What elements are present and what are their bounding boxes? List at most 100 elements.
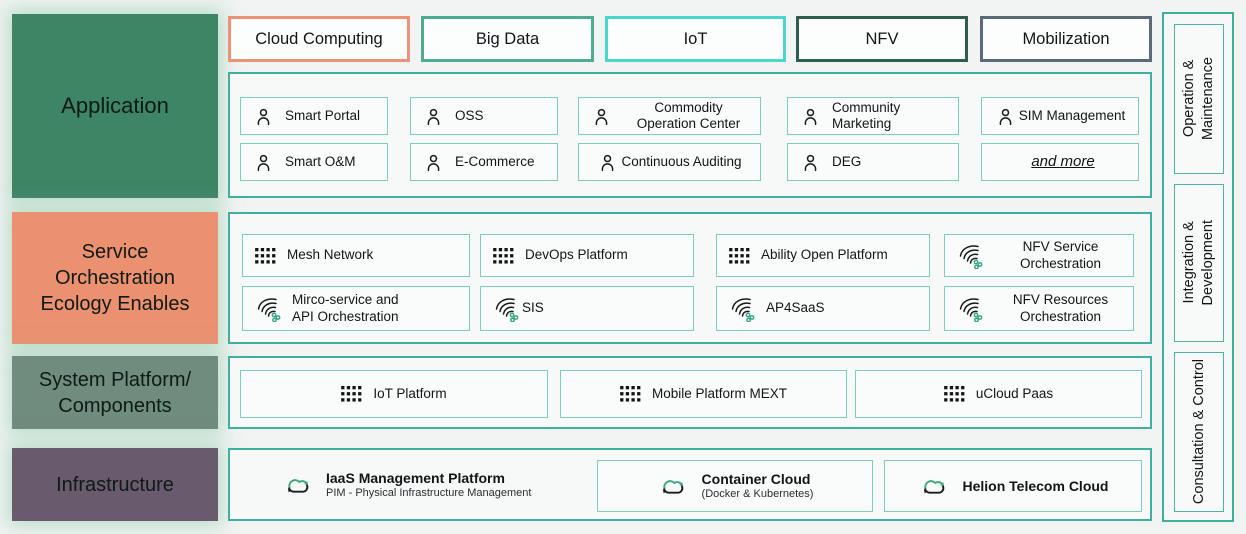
person-icon [591,106,612,127]
orch-item-nfv-service-orchestration: NFV Service Orchestration [944,234,1134,277]
category-label: Big Data [475,29,540,48]
person-icon [800,106,821,127]
app-grid-icon [493,248,514,264]
item-subtitle: PIM - Physical Infrastructure Management [326,487,532,499]
layer-block-infrastructure: Infrastructure [12,448,218,521]
app-item-continuous-auditing: Continuous Auditing [578,143,761,181]
orch-item-mesh-network: Mesh Network [242,234,470,277]
item-label: Smart Portal [285,107,361,123]
app-item-sim-management: SIM Management [981,97,1139,135]
infra-item-iaas-management-platform: IaaS Management Platform PIM - Physical … [282,450,531,519]
support-sidebar: Operation & Maintenance Integration & De… [1162,12,1234,522]
item-label: Continuous Auditing [621,153,742,169]
sidebar-label: Integration & Development [1181,220,1216,306]
category-cloud-computing: Cloud Computing [228,16,410,62]
item-label: NFV Service Orchestration [1019,239,1102,271]
sidebar-integration-development: Integration & Development [1174,184,1224,342]
layer-label: Service Orchestration Ecology Enables [40,241,190,315]
category-label: NFV [865,29,899,48]
sidebar-operation-maintenance: Operation & Maintenance [1174,24,1224,174]
item-label: DevOps Platform [525,247,628,263]
cloud-sync-icon [657,473,689,499]
person-icon [597,152,618,173]
application-panel: Smart Portal OSS Commodity Operation Cen… [228,72,1152,198]
orch-item-devops-platform: DevOps Platform [480,234,694,277]
item-subtitle: (Docker & Kubernetes) [701,488,814,501]
item-label: NFV Resources Orchestration [1012,292,1109,324]
app-item-oss: OSS [410,97,558,135]
app-grid-icon [341,386,362,402]
item-label: IoT Platform [373,385,447,401]
category-label: Mobilization [1022,29,1110,48]
person-icon [800,152,821,173]
orchestration-stream-icon [493,296,519,322]
category-mobilization: Mobilization [980,16,1152,62]
orchestration-stream-icon [255,296,281,322]
app-grid-icon [255,248,276,264]
item-label: SIM Management [1018,107,1126,123]
layer-block-application: Application [12,14,218,198]
item-label: DEG [832,153,862,169]
item-label: Mesh Network [287,247,374,263]
person-icon [423,106,444,127]
system-platform-panel: IoT Platform Mobile Platform MEXT uCloud… [228,356,1152,429]
app-grid-icon [729,248,750,264]
orch-item-ability-open-platform: Ability Open Platform [716,234,930,277]
item-label: OSS [455,107,484,123]
person-icon [423,152,444,173]
item-label: and more [1031,153,1095,170]
layer-label: System Platform/ Components [38,368,192,417]
person-icon [995,106,1016,127]
item-label: AP4SaaS [766,300,825,316]
category-label: Cloud Computing [255,29,383,48]
cloud-sync-icon [282,472,314,498]
category-iot: IoT [605,16,786,62]
service-orchestration-panel: Mesh Network DevOps Platform Ability Ope… [228,212,1152,344]
orchestration-stream-icon [957,296,983,322]
person-icon [253,106,274,127]
app-item-smart-om: Smart O&M [240,143,388,181]
item-label: uCloud Paas [975,385,1054,401]
orch-item-ap4saas: AP4SaaS [716,286,930,331]
category-big-data: Big Data [421,16,594,62]
app-item-deg: DEG [787,143,959,181]
sidebar-consultation-control: Consultation & Control [1174,352,1224,512]
app-grid-icon [620,386,641,402]
category-nfv: NFV [796,16,968,62]
orchestration-stream-icon [957,243,983,269]
app-item-community-marketing: Community Marketing [787,97,959,135]
layer-label: Application [61,92,169,118]
cloud-sync-icon [918,473,950,499]
infrastructure-panel: IaaS Management Platform PIM - Physical … [228,448,1152,521]
infra-item-container-cloud: Container Cloud (Docker & Kubernetes) [597,460,873,512]
platform-item-iot-platform: IoT Platform [240,370,548,418]
item-title: Helion Telecom Cloud [962,477,1109,494]
sidebar-label: Consultation & Control [1190,359,1207,505]
infra-item-helion-telecom-cloud: Helion Telecom Cloud [884,460,1142,512]
platform-item-mobile-platform-mext: Mobile Platform MEXT [560,370,847,418]
category-label: IoT [683,29,708,48]
orch-item-sis: SIS [480,286,694,331]
item-title: IaaS Management Platform [326,470,505,486]
layer-block-system-platform: System Platform/ Components [12,356,218,429]
item-label: Ability Open Platform [761,247,888,263]
app-item-and-more: and more [981,143,1139,181]
person-icon [253,152,274,173]
item-label: Mirco-service and API Orchestration [292,292,399,324]
orch-item-nfv-resources-orchestration: NFV Resources Orchestration [944,286,1134,331]
layer-label: Infrastructure [56,473,174,496]
app-item-commodity-operation-center: Commodity Operation Center [578,97,761,135]
app-item-e-commerce: E-Commerce [410,143,558,181]
orchestration-stream-icon [729,296,755,322]
sidebar-label: Operation & Maintenance [1181,57,1216,141]
app-item-smart-portal: Smart Portal [240,97,388,135]
layer-block-service-orchestration: Service Orchestration Ecology Enables [12,212,218,344]
item-label: Mobile Platform MEXT [651,385,788,401]
app-grid-icon [944,386,965,402]
orch-item-micro-service-api-orchestration: Mirco-service and API Orchestration [242,286,470,331]
item-label: Commodity Operation Center [636,99,741,131]
item-title: Container Cloud [701,470,811,487]
item-label: Community Marketing [832,99,901,131]
item-label: E-Commerce [455,153,535,169]
